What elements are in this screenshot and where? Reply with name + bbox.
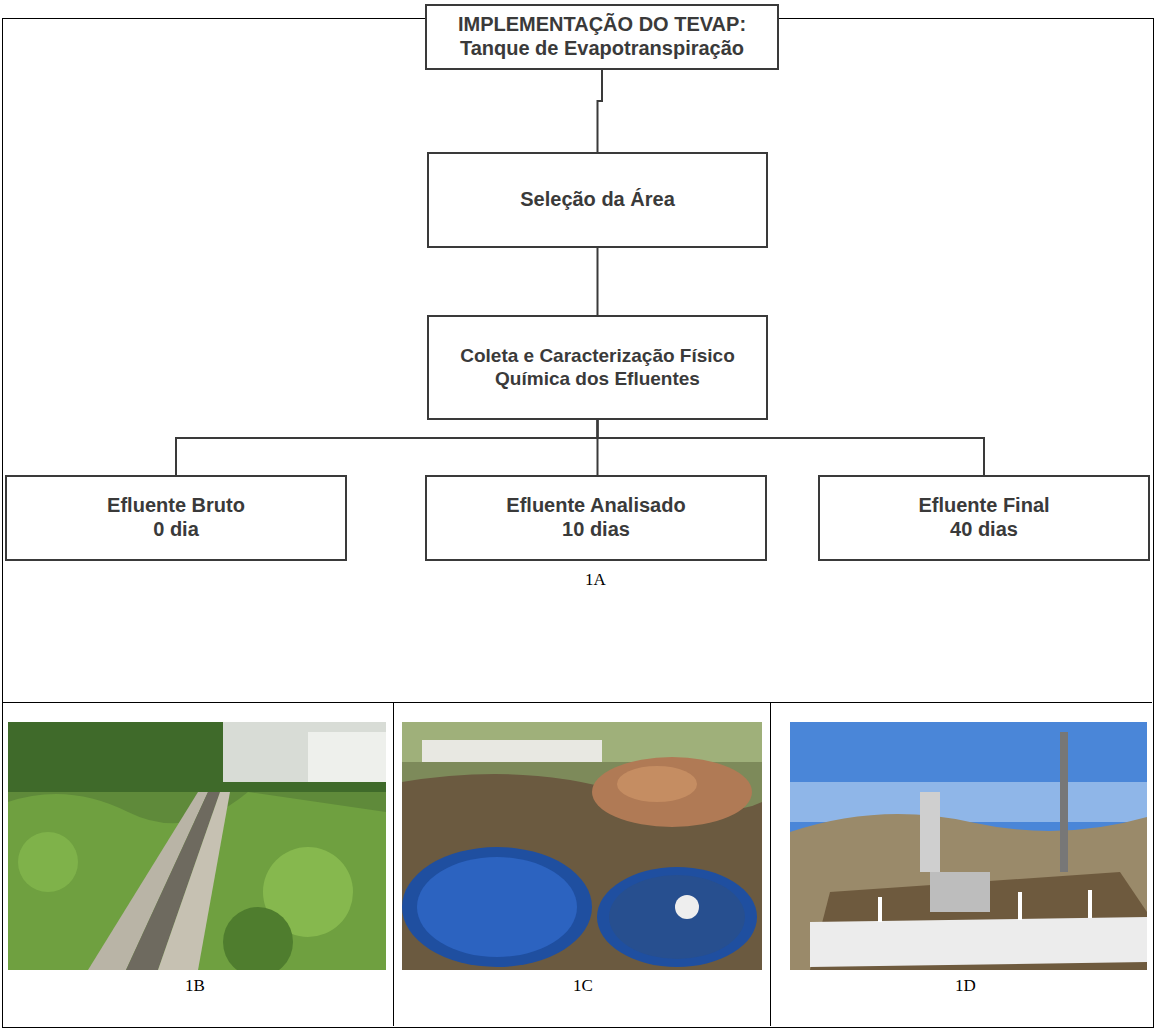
figure-label: 1C [571, 976, 595, 996]
box-text: Efluente Analisado [506, 494, 685, 518]
result-box: Efluente Bruto0 dia [5, 475, 347, 561]
figure-label: 1B [183, 976, 207, 996]
process-box: Seleção da Área [427, 152, 768, 248]
connector-line [176, 420, 598, 475]
title-box: IMPLEMENTAÇÃO DO TEVAP:Tanque de Evapotr… [425, 4, 779, 70]
table-rule [2, 702, 1152, 703]
result-box: Efluente Final40 dias [818, 475, 1150, 561]
box-text: Efluente Bruto [107, 494, 245, 518]
photo-channel [8, 722, 386, 970]
box-text: 10 dias [562, 518, 630, 542]
figure-label: 1D [953, 976, 978, 996]
table-rule [393, 702, 394, 1026]
box-text: IMPLEMENTAÇÃO DO TEVAP: [458, 13, 746, 37]
process-box: Coleta e Caracterização Físico Química d… [427, 315, 768, 420]
figure-label: 1A [583, 570, 608, 590]
box-text: Efluente Final [918, 494, 1049, 518]
photo-tank [790, 722, 1147, 970]
table-rule [770, 702, 771, 1026]
connector-line [597, 248, 599, 315]
box-text: 40 dias [950, 518, 1018, 542]
photo-barrels [402, 722, 762, 970]
box-text: 0 dia [153, 518, 199, 542]
box-text: Seleção da Área [520, 188, 675, 212]
result-box: Efluente Analisado10 dias [425, 475, 767, 561]
box-text: Coleta e Caracterização Físico Química d… [439, 345, 756, 390]
connector-line [598, 70, 603, 152]
connector-line [598, 420, 985, 475]
box-text: Tanque de Evapotranspiração [460, 37, 744, 61]
